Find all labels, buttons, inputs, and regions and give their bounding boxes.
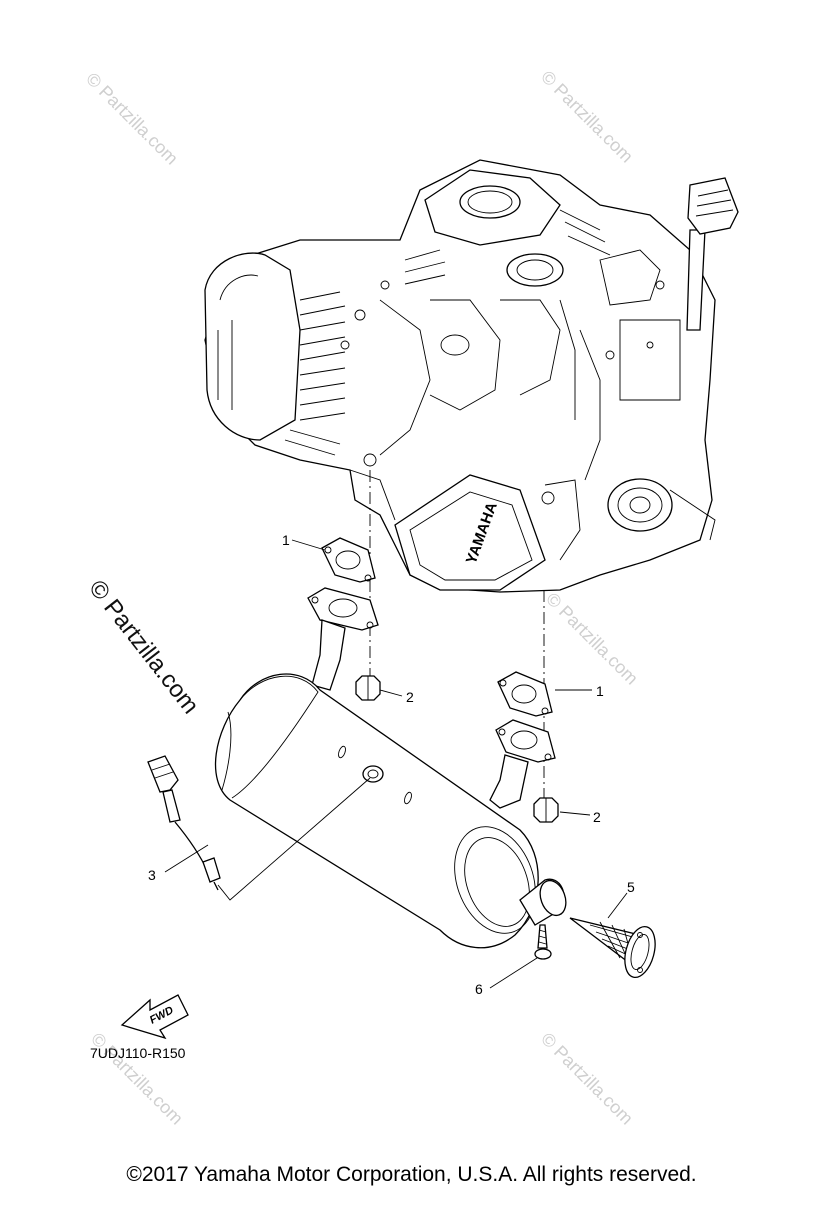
nut-upper-left[interactable] [355, 675, 381, 701]
flange-upper-left[interactable] [307, 587, 379, 631]
sensor-leader [217, 777, 371, 901]
gasket-right[interactable] [497, 671, 553, 717]
copyright-notice: ©2017 Yamaha Motor Corporation, U.S.A. A… [126, 1163, 697, 1186]
watermark-mid-right: © Partzilla.com [542, 589, 642, 689]
callout-gasket-upper-left: 1 [282, 532, 290, 548]
watermark-bottom-left: © Partzilla.com [87, 1029, 187, 1129]
spark-arrester[interactable] [569, 917, 660, 981]
callout-leaders [164, 539, 628, 989]
screw[interactable] [534, 924, 552, 960]
watermark-top-right: © Partzilla.com [537, 67, 637, 167]
callout-o2-sensor: 3 [148, 867, 156, 883]
muffler[interactable] [214, 619, 571, 949]
callout-nut-right: 2 [593, 809, 601, 825]
o2-sensor[interactable] [147, 755, 221, 891]
flange-right[interactable] [495, 719, 556, 763]
nut-right[interactable] [533, 797, 559, 823]
watermark-bottom-right: © Partzilla.com [537, 1029, 637, 1129]
watermark-strong: © Partzilla.com [83, 575, 204, 719]
watermark-top-left: © Partzilla.com [82, 69, 182, 169]
callout-nut-upper-left: 2 [406, 689, 414, 705]
gasket-upper-left[interactable] [321, 537, 376, 583]
callout-gasket-right: 1 [596, 683, 604, 699]
engine-illustration: YAMAHA [204, 159, 739, 593]
callout-spark-arrester: 5 [627, 879, 635, 895]
callout-screw: 6 [475, 981, 483, 997]
fwd-arrow-icon: FWD [120, 994, 189, 1040]
diagram-code: 7UDJ110-R150 [90, 1045, 186, 1061]
